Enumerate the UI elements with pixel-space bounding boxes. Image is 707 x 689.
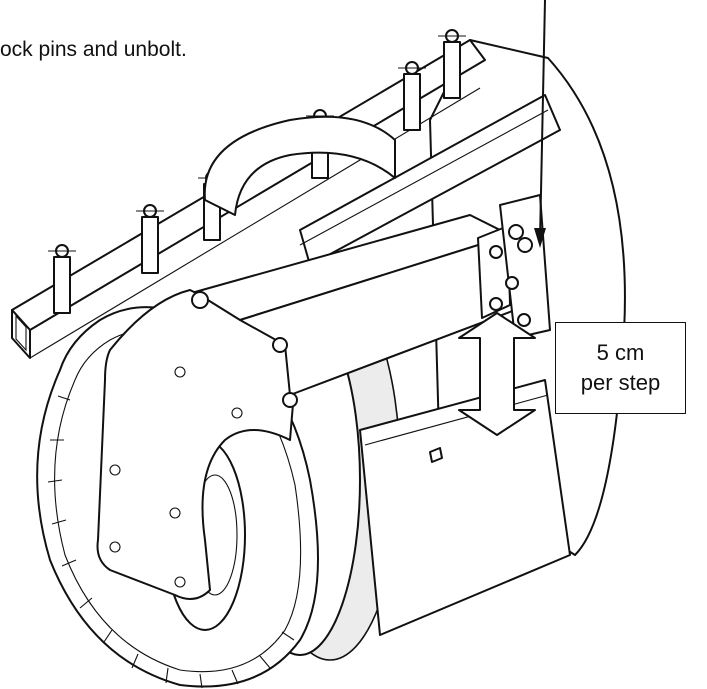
main-frame-beam: [191, 214, 516, 408]
step-callout-box: 5 cm per step: [555, 322, 686, 414]
double-arrow: [458, 312, 536, 436]
arch-handle: [203, 115, 396, 216]
pointer-arrow: [534, 0, 546, 248]
callout-line-1: 5 cm: [596, 340, 645, 365]
instruction-text: ock pins and unbolt.: [0, 38, 187, 61]
rear-lattice: [299, 94, 561, 266]
callout-line-2: per step: [580, 370, 661, 395]
